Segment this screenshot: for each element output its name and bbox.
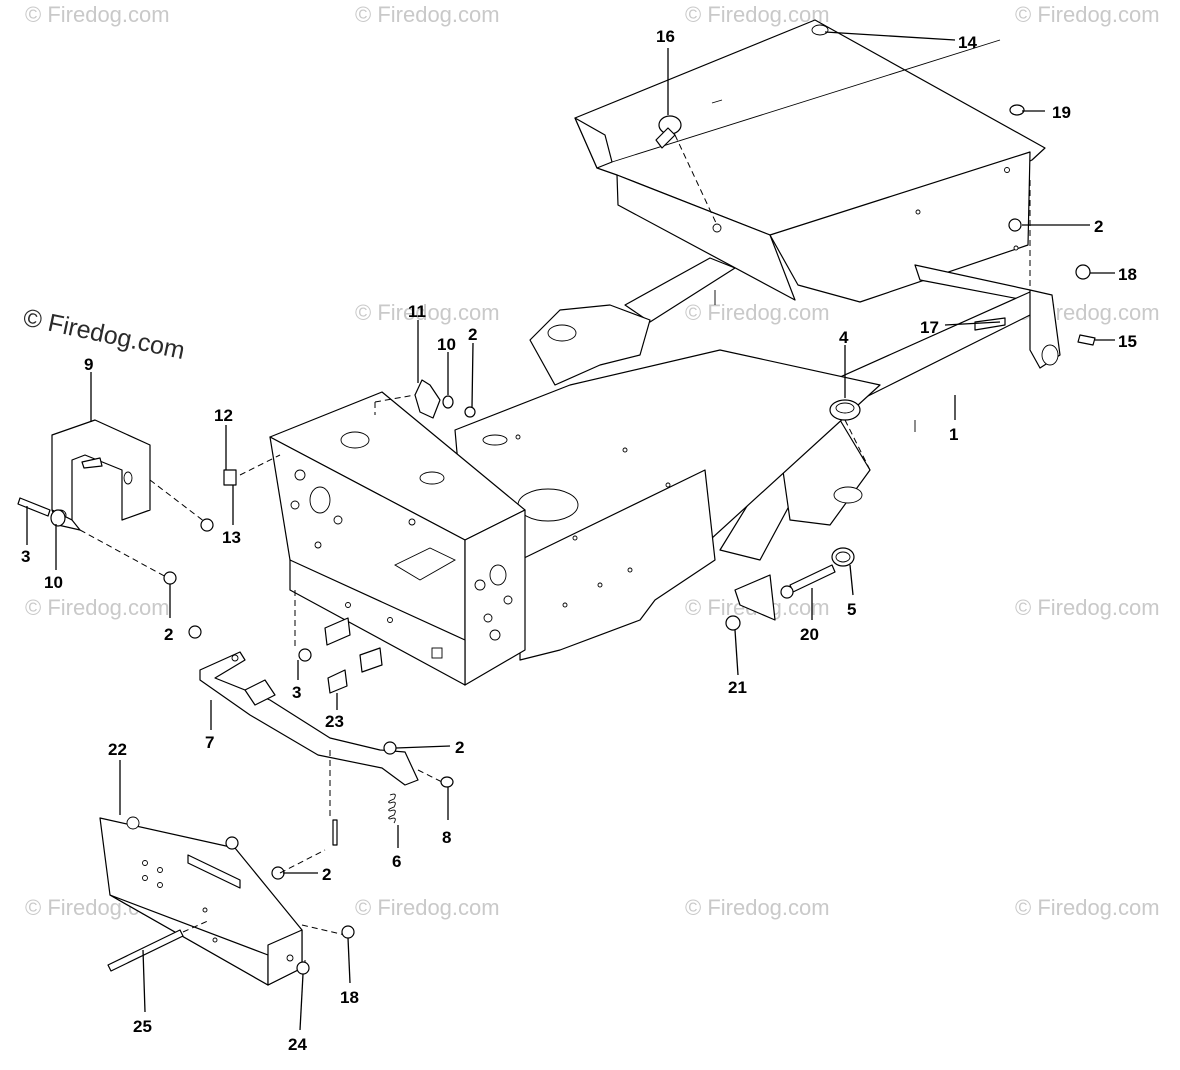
part-21-bracket-nut bbox=[725, 574, 776, 631]
callout-2: 2 bbox=[322, 865, 331, 884]
callout-19: 19 bbox=[1052, 103, 1071, 122]
callout-10: 10 bbox=[437, 335, 456, 354]
callout-3: 3 bbox=[292, 683, 301, 702]
part-2-nut-upper-right bbox=[1008, 180, 1031, 290]
part-14-seat-cover bbox=[574, 19, 1046, 303]
part-4-grommet bbox=[829, 399, 871, 471]
watermark: © Firedog.com bbox=[1015, 895, 1160, 920]
callout-17: 17 bbox=[920, 318, 939, 337]
callout-10: 10 bbox=[44, 573, 63, 592]
callout-1: 1 bbox=[949, 425, 958, 444]
callout-23: 23 bbox=[325, 712, 344, 731]
callout-3: 3 bbox=[21, 547, 30, 566]
part-1-main-frame bbox=[454, 257, 1061, 661]
part-12-13-clip bbox=[223, 454, 281, 486]
part-18-nut-lower bbox=[341, 925, 355, 939]
callout-8: 8 bbox=[442, 828, 451, 847]
callout-2: 2 bbox=[455, 738, 464, 757]
watermark: © Firedog.com bbox=[25, 2, 170, 27]
leader-lines bbox=[26, 31, 1115, 1031]
part-15-bolt bbox=[1077, 334, 1096, 346]
callout-2: 2 bbox=[468, 325, 477, 344]
part-2-nut-lever bbox=[383, 741, 397, 755]
callout-6: 6 bbox=[392, 852, 401, 871]
main-watermark: © Firedog.com bbox=[21, 303, 188, 365]
watermark: © Firedog.com bbox=[685, 895, 830, 920]
callout-25: 25 bbox=[133, 1017, 152, 1036]
part-8-bolt bbox=[417, 769, 454, 788]
part-20-bolt bbox=[780, 564, 836, 599]
part-11-clamp-group bbox=[374, 379, 476, 419]
watermark: © Firedog.com bbox=[25, 595, 170, 620]
callout-labels: 16 14 19 2 18 17 15 4 1 11 10 2 9 12 13 … bbox=[21, 27, 1137, 1054]
part-16-latch bbox=[655, 115, 718, 226]
part-23-spacers bbox=[324, 617, 383, 694]
part-18-nut bbox=[1075, 264, 1091, 280]
part-19-plug bbox=[1009, 104, 1025, 116]
callout-18: 18 bbox=[340, 988, 359, 1007]
callout-9: 9 bbox=[84, 355, 93, 374]
part-25-rod bbox=[107, 919, 211, 972]
watermark: © Firedog.com bbox=[355, 2, 500, 27]
callout-5: 5 bbox=[847, 600, 856, 619]
callout-2: 2 bbox=[164, 625, 173, 644]
part-24-nut bbox=[296, 961, 310, 975]
callout-24: 24 bbox=[288, 1035, 307, 1054]
callout-22: 22 bbox=[108, 740, 127, 759]
part-7-lever bbox=[188, 590, 419, 846]
callout-4: 4 bbox=[839, 328, 849, 347]
watermark: © Firedog.com bbox=[685, 300, 830, 325]
callout-7: 7 bbox=[205, 733, 214, 752]
watermark: © Firedog.com bbox=[1015, 2, 1160, 27]
watermark: © Firedog.com bbox=[685, 2, 830, 27]
callout-2: 2 bbox=[1094, 217, 1103, 236]
callout-11: 11 bbox=[408, 302, 426, 321]
part-9-bracket bbox=[17, 419, 214, 585]
callout-12: 12 bbox=[214, 406, 233, 425]
part-6-spring bbox=[388, 793, 396, 824]
watermark: © Firedog.com bbox=[355, 895, 500, 920]
callout-21: 21 bbox=[728, 678, 747, 697]
callout-13: 13 bbox=[222, 528, 241, 547]
watermark: © Firedog.com bbox=[1015, 595, 1160, 620]
part-17-bolt bbox=[974, 317, 1006, 331]
callout-16: 16 bbox=[656, 27, 675, 46]
callout-20: 20 bbox=[800, 625, 819, 644]
part-5-washer bbox=[831, 547, 855, 567]
watermark: © Firedog.com bbox=[355, 300, 500, 325]
front-control-box bbox=[269, 391, 526, 686]
callout-14: 14 bbox=[958, 33, 977, 52]
part-22-plate bbox=[99, 816, 346, 986]
callout-18: 18 bbox=[1118, 265, 1137, 284]
callout-15: 15 bbox=[1118, 332, 1137, 351]
